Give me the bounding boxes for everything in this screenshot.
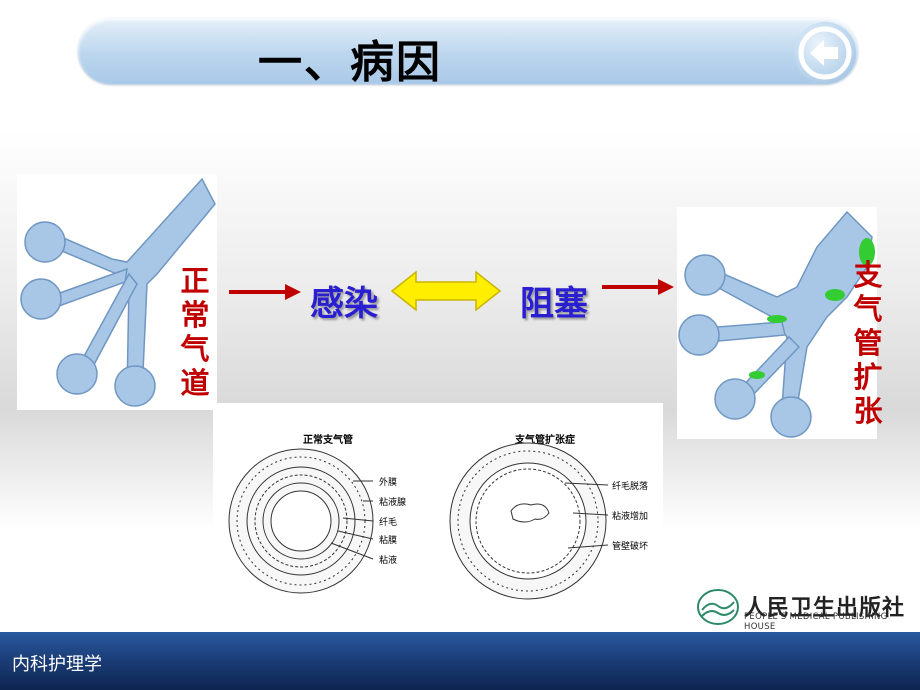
page-title: 一、病因 [258, 37, 442, 88]
arrow-to-bronchiectasis-icon [602, 279, 674, 295]
infection-text: 感染 [310, 284, 378, 324]
label-char: 正 [180, 264, 210, 298]
normal-bronchus-title: 正常支气管 [303, 435, 353, 446]
back-button[interactable] [794, 22, 856, 84]
publisher-name-en: PEOPLE'S MEDICAL PUBLISHING HOUSE [744, 612, 888, 632]
arrow-to-infection-icon [229, 284, 301, 300]
label-char: 道 [180, 366, 210, 400]
obstruction-text: 阻塞 [520, 284, 588, 324]
normal-label-adventitia: 外膜 [379, 478, 398, 488]
bronchiectasis-panel [677, 207, 877, 439]
label-char: 管 [853, 326, 883, 360]
label-char: 常 [180, 298, 210, 332]
title-bar [78, 18, 858, 84]
cross-section-drawing [228, 442, 609, 600]
bronchiectasis-title: 支气管扩张症 [515, 435, 575, 446]
label-char: 支 [853, 258, 883, 292]
back-arrow-icon [798, 26, 852, 80]
abnormal-label-cilia-loss: 纤毛脱落 [612, 482, 649, 492]
normal-label-mucus: 粘液 [379, 556, 398, 566]
label-char: 气 [853, 292, 883, 326]
normal-label-mucous-gland: 粘液腺 [379, 498, 407, 508]
footer-bar [0, 632, 920, 690]
double-arrow-icon [390, 270, 502, 312]
publisher-logo-icon [697, 589, 739, 625]
bronchiectasis-label: 支 气 管 扩 张 [851, 258, 885, 428]
normal-airway-panel [17, 174, 217, 410]
course-name: 内科护理学 [12, 654, 102, 675]
normal-label-mucosa: 粘膜 [379, 536, 398, 546]
abnormal-label-wall-damage: 管壁破坏 [612, 542, 649, 552]
label-char: 张 [853, 394, 883, 428]
label-char: 气 [180, 332, 210, 366]
normal-airway-label: 正 常 气 道 [178, 264, 212, 400]
cross-section-diagram: 正常支气管 支气管扩张症 外膜 粘液腺 纤毛 [213, 403, 663, 618]
label-char: 扩 [853, 360, 883, 394]
normal-airway-diagram [20, 177, 216, 407]
normal-label-cilia: 纤毛 [379, 518, 398, 528]
bronchiectasis-diagram [678, 210, 875, 438]
abnormal-label-mucus-increase: 粘液增加 [612, 512, 649, 522]
publisher-name: 人民卫生出版社 [744, 596, 906, 621]
